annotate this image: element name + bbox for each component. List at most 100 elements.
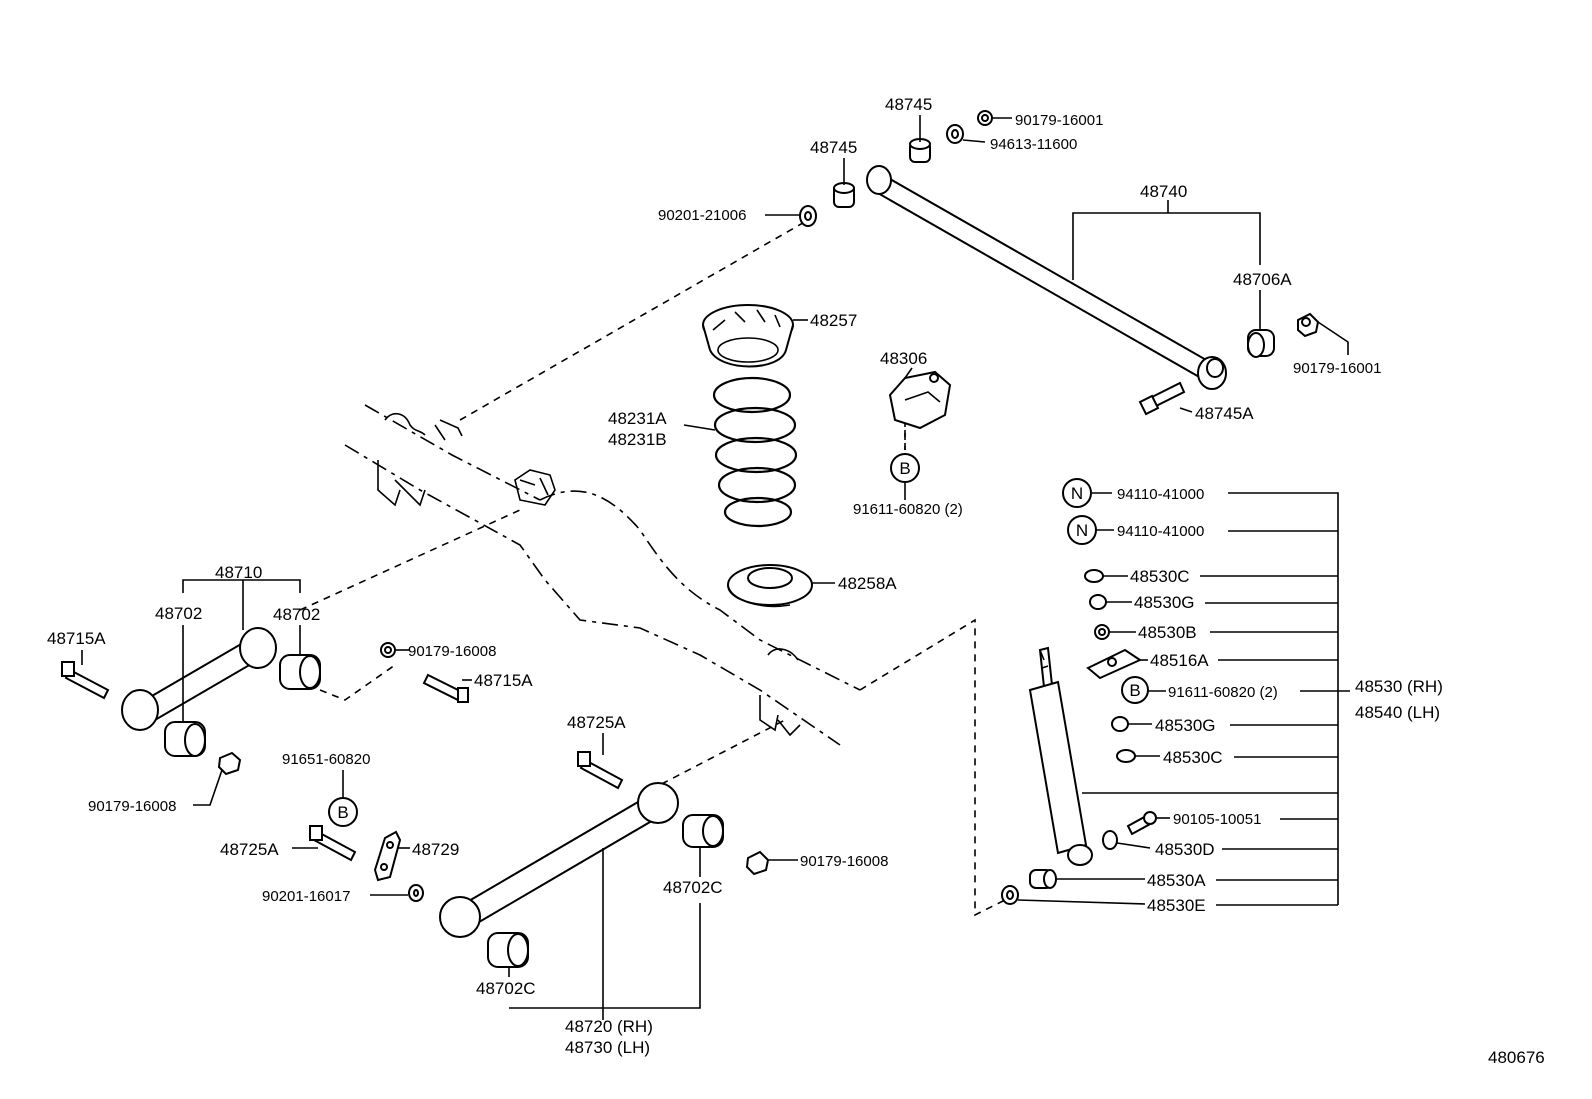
label-48702-right: 48702	[273, 605, 320, 624]
marker-n-a: N	[1062, 478, 1092, 508]
label-48231B: 48231B	[608, 430, 667, 449]
label-90179-16008-b: 90179-16008	[88, 798, 176, 815]
label-48702C-right: 48702C	[663, 878, 723, 897]
marker-b-left: B	[328, 797, 358, 827]
bolt-48745A	[1138, 381, 1186, 416]
label-90179-16008-c: 90179-16008	[800, 853, 888, 870]
bushing-48702-right	[279, 654, 321, 690]
label-48530A: 48530A	[1147, 871, 1206, 890]
label-48540-lh: 48540 (LH)	[1355, 703, 1440, 722]
label-48702C-bottom: 48702C	[476, 979, 536, 998]
lower-control-arm-48720	[439, 782, 679, 938]
bolt-48725A-top	[577, 751, 624, 790]
label-48530C-a: 48530C	[1130, 567, 1190, 586]
nut-90179-16008-b	[380, 642, 396, 658]
label-90201-21006: 90201-21006	[658, 207, 746, 224]
label-48710: 48710	[215, 563, 262, 582]
label-90105-10051: 90105-10051	[1173, 811, 1261, 828]
label-48730-lh: 48730 (LH)	[565, 1038, 650, 1057]
label-48706A: 48706A	[1233, 270, 1292, 289]
marker-n-b: N	[1067, 515, 1097, 545]
upper-control-arm-48710	[121, 627, 277, 731]
washer-90201-21006	[799, 205, 817, 227]
bushing-48706A	[1247, 329, 1275, 358]
label-48306: 48306	[880, 349, 927, 368]
leader-lines	[81, 115, 1350, 1020]
label-48745-mid: 48745	[810, 138, 857, 157]
label-48729: 48729	[412, 840, 459, 859]
label-48725A-left: 48725A	[220, 840, 279, 859]
cushion-48530G-a	[1089, 594, 1107, 610]
assembly-dashed-lines	[299, 219, 1006, 917]
shock-absorber-48530	[1028, 646, 1093, 866]
bracket-48516A	[1086, 648, 1143, 680]
label-48530C-b: 48530C	[1163, 748, 1223, 767]
label-48715A-left: 48715A	[47, 629, 106, 648]
nut-90179-16001-right	[1297, 312, 1320, 338]
label-48530E: 48530E	[1147, 896, 1206, 915]
bushing-48745-top	[909, 138, 931, 163]
label-94110-41000-b: 94110-41000	[1117, 523, 1204, 540]
svg-text:B: B	[337, 803, 348, 822]
bolt-48725A-left	[309, 825, 357, 862]
label-48231A: 48231A	[608, 409, 667, 428]
label-91651-60820: 91651-60820	[282, 751, 370, 768]
plate-48729	[373, 830, 402, 882]
label-48516A: 48516A	[1150, 651, 1209, 670]
label-90179-16001-right: 90179-16001	[1293, 360, 1381, 377]
label-48530G-b: 48530G	[1155, 716, 1216, 735]
label-48720-rh: 48720 (RH)	[565, 1017, 653, 1036]
label-90201-16017: 90201-16017	[262, 888, 350, 905]
nut-90179-16008-a	[217, 751, 242, 776]
washer-94613-11600	[946, 124, 964, 144]
lateral-rod-48740	[866, 165, 1227, 390]
cushion-48530G-b	[1111, 716, 1129, 732]
spring-upper-seat-48257	[702, 304, 794, 368]
label-48530B: 48530B	[1138, 623, 1197, 642]
label-48530-rh: 48530 (RH)	[1355, 677, 1443, 696]
bushing-48702C-right	[682, 814, 724, 848]
label-94110-41000-a: 94110-41000	[1117, 486, 1204, 503]
svg-text:B: B	[899, 459, 910, 478]
axle-housing	[344, 404, 861, 746]
coil-spring-48231	[712, 376, 798, 528]
nut-90179-16001-top	[977, 110, 993, 126]
cushion-48530C-a	[1084, 569, 1104, 583]
label-48702-left: 48702	[155, 604, 202, 623]
label-91611-60820-top: 91611-60820 (2)	[853, 501, 963, 518]
washer-48530E	[1001, 885, 1019, 905]
marker-b-top: B	[890, 453, 920, 483]
part-labels: 48745 90179-16001 94613-11600 48745 4874…	[47, 95, 1545, 1067]
bolt-48715A-mid	[422, 673, 469, 703]
label-90179-16008-a: 90179-16008	[408, 643, 496, 660]
nut-48530B	[1094, 624, 1110, 640]
nut-90179-16008-c	[745, 850, 770, 876]
marker-b-mid: B	[1121, 676, 1149, 704]
label-90179-16001-top: 90179-16001	[1015, 112, 1103, 129]
svg-text:N: N	[1071, 484, 1083, 503]
bolt-48715A-left	[61, 661, 110, 700]
bushing-48745-mid	[833, 182, 855, 208]
label-94613-11600: 94613-11600	[990, 136, 1077, 153]
spring-lower-seat-48258A	[727, 564, 813, 608]
label-48715A-mid: 48715A	[474, 671, 533, 690]
label-48257: 48257	[810, 311, 857, 330]
bolt-90105-10051	[1126, 811, 1157, 836]
label-48745A: 48745A	[1195, 404, 1254, 423]
label-48530G-a: 48530G	[1134, 593, 1195, 612]
washer-48530D	[1102, 830, 1118, 850]
label-91611-60820-mid: 91611-60820 (2)	[1168, 684, 1278, 701]
label-48725A-top: 48725A	[567, 713, 626, 732]
collar-48530A	[1029, 869, 1057, 889]
label-48258A: 48258A	[838, 574, 897, 593]
bushing-48702C-bottom	[487, 932, 529, 968]
bump-stopper-48306	[888, 370, 952, 430]
bushing-48702-left	[164, 721, 206, 757]
svg-text:B: B	[1129, 681, 1140, 700]
washer-90201-16017	[408, 884, 424, 902]
svg-text:N: N	[1076, 521, 1088, 540]
label-48740: 48740	[1140, 182, 1187, 201]
label-48745-top: 48745	[885, 95, 932, 114]
